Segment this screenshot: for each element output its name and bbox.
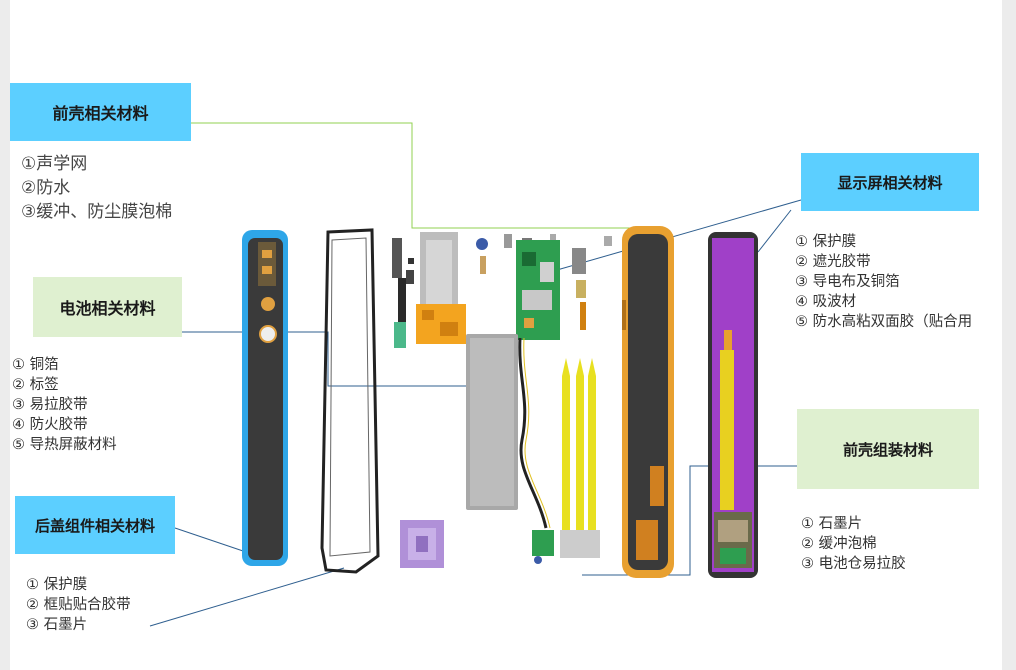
pull-tab-tapes-part — [560, 358, 600, 558]
mainboard-pcb-part — [516, 240, 560, 340]
exploded-phone-diagram — [149, 122, 802, 627]
list-item: ③ 易拉胶带 — [12, 397, 88, 413]
list-item: ④ 吸波材 — [795, 294, 857, 310]
front-assembly-title-box: 前壳组装材料 — [797, 409, 979, 489]
bracket-flex-part — [392, 238, 414, 348]
battery-title-box: 电池相关材料 — [33, 277, 182, 337]
display-title-box: 显示屏相关材料 — [801, 153, 979, 211]
front-shell-leader-line — [190, 122, 638, 229]
list-item: ② 标签 — [12, 377, 59, 393]
back-cover-part — [242, 230, 288, 566]
list-item: ① 铜箔 — [12, 357, 59, 373]
list-item: ④ 防火胶带 — [12, 417, 88, 433]
front-shell-part — [622, 226, 674, 578]
list-item: ① 保护膜 — [795, 234, 857, 250]
battery-material-list: ① 铜箔 ② 标签 ③ 易拉胶带 ④ 防火胶带 ⑤ 导热屏蔽材料 — [12, 355, 117, 455]
list-item: ⑤ 防水高粘双面胶（贴合用 — [795, 314, 973, 330]
front-shell-title: 前壳相关材料 — [52, 104, 149, 123]
list-item: ③ 石墨片 — [26, 617, 88, 633]
list-item: ② 框贴贴合胶带 — [26, 597, 131, 613]
list-item: ② 遮光胶带 — [795, 254, 871, 270]
list-item: ③ 电池仓易拉胶 — [801, 556, 906, 572]
side-components-part — [572, 248, 586, 330]
front-shell-title-box: 前壳相关材料 — [10, 83, 191, 141]
battery-title: 电池相关材料 — [59, 299, 156, 318]
list-item: ⑤ 导热屏蔽材料 — [12, 437, 117, 453]
front-assembly-material-list: ① 石墨片 ② 缓冲泡棉 ③ 电池仓易拉胶 — [801, 514, 906, 574]
list-item: ③ 导电布及铜箔 — [795, 274, 900, 290]
list-item: ③缓冲、防尘膜泡棉 — [21, 202, 173, 222]
speaker-module-part — [400, 520, 444, 568]
back-cover-material-list: ① 保护膜 ② 框贴贴合胶带 ③ 石墨片 — [26, 575, 131, 635]
list-item: ② 缓冲泡棉 — [801, 536, 877, 552]
front-assembly-title: 前壳组装材料 — [842, 440, 933, 459]
diagram-slide: 前壳相关材料 ①声学网 ②防水 ③缓冲、防尘膜泡棉 电池相关材料 ① 铜箔 ② … — [10, 0, 1002, 670]
back-cover-title: 后盖组件相关材料 — [34, 516, 155, 535]
display-leader-line — [549, 199, 802, 273]
mid-frame-part — [320, 228, 380, 574]
list-item: ②防水 — [21, 178, 71, 198]
back-cover-leader-line — [174, 527, 247, 553]
display-material-list: ① 保护膜 ② 遮光胶带 ③ 导电布及铜箔 ④ 吸波材 ⑤ 防水高粘双面胶（贴合… — [795, 232, 972, 332]
display-title: 显示屏相关材料 — [837, 173, 943, 192]
coax-cable-part — [518, 337, 554, 564]
list-item: ① 保护膜 — [26, 577, 88, 593]
front-shell-material-list: ①声学网 ②防水 ③缓冲、防尘膜泡棉 — [21, 152, 172, 224]
display-leader-line-2 — [757, 209, 792, 253]
front-assembly-leader-line — [582, 465, 797, 576]
back-cover-title-box: 后盖组件相关材料 — [15, 496, 175, 554]
battery-part — [466, 334, 518, 510]
list-item: ① 石墨片 — [801, 516, 863, 532]
back-cover-leader-line-2 — [149, 567, 345, 627]
list-item: ①声学网 — [21, 154, 88, 174]
shield-bracket-part — [416, 232, 466, 344]
display-module-part — [708, 232, 758, 578]
